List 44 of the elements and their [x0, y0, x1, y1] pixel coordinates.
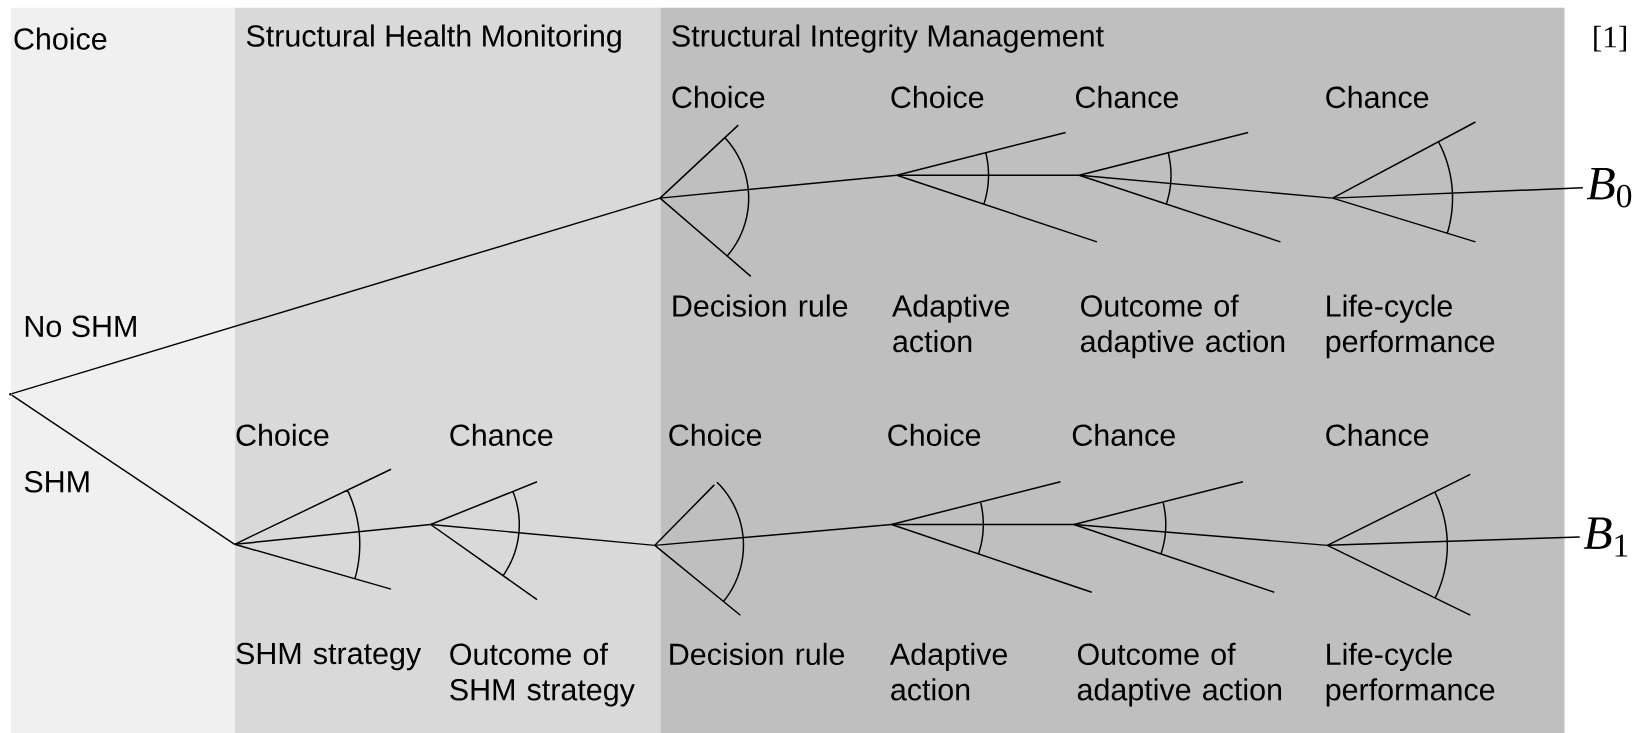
band-heading: Structural Health Monitoring	[246, 24, 621, 53]
node-description: SHM strategy	[236, 642, 422, 671]
branch-line	[1331, 186, 1584, 199]
branch-line	[429, 523, 656, 547]
node-type-label: Choice	[888, 423, 981, 446]
band	[10, 7, 236, 733]
node-type-label: Chance	[450, 423, 553, 446]
branch-line	[1078, 174, 1334, 199]
branch-line	[1326, 536, 1581, 547]
node-description: Outcome of SHM strategy	[450, 642, 635, 707]
band-heading: Structural Integrity Management	[672, 24, 1104, 53]
node-type-label: Chance	[1072, 423, 1175, 446]
edge-label: SHM	[24, 470, 89, 493]
branch-line	[890, 523, 1075, 526]
branch-line	[1073, 523, 1329, 547]
branch-line	[654, 523, 893, 547]
node-type-label: Choice	[669, 423, 762, 446]
branch-line	[659, 174, 898, 199]
node-description: Outcome of adaptive action	[1080, 294, 1285, 359]
junction-point	[9, 392, 12, 396]
branch-line	[11, 197, 661, 395]
band	[235, 7, 661, 733]
node-description: Decision rule	[673, 294, 848, 317]
outcome-symbol: B$_{0}$	[1586, 167, 1632, 208]
outcome-symbol: B$_{1}$	[1583, 517, 1628, 557]
branch-line	[896, 174, 1080, 176]
node-type-label: Chance	[1326, 423, 1429, 446]
band-heading: Choice	[14, 27, 107, 50]
edge-label: No SHM	[25, 315, 136, 338]
node-description: Decision rule	[670, 642, 845, 666]
branch-line	[11, 394, 236, 545]
reference-number: [1]	[1594, 25, 1626, 52]
node-type-label: Chance	[1076, 85, 1178, 109]
node-type-label: Choice	[891, 85, 984, 109]
branch-line	[233, 523, 432, 545]
node-description: Life-cycle performance	[1326, 294, 1495, 359]
node-description: Outcome of adaptive action	[1077, 642, 1281, 707]
band	[660, 7, 1565, 733]
node-type-label: Chance	[1326, 85, 1429, 109]
node-description: Life-cycle performance	[1326, 642, 1495, 707]
node-type-label: Choice	[236, 423, 329, 446]
node-description: Adaptive action	[892, 294, 1010, 353]
node-type-label: Choice	[672, 85, 765, 109]
node-description: Adaptive action	[889, 642, 1007, 701]
